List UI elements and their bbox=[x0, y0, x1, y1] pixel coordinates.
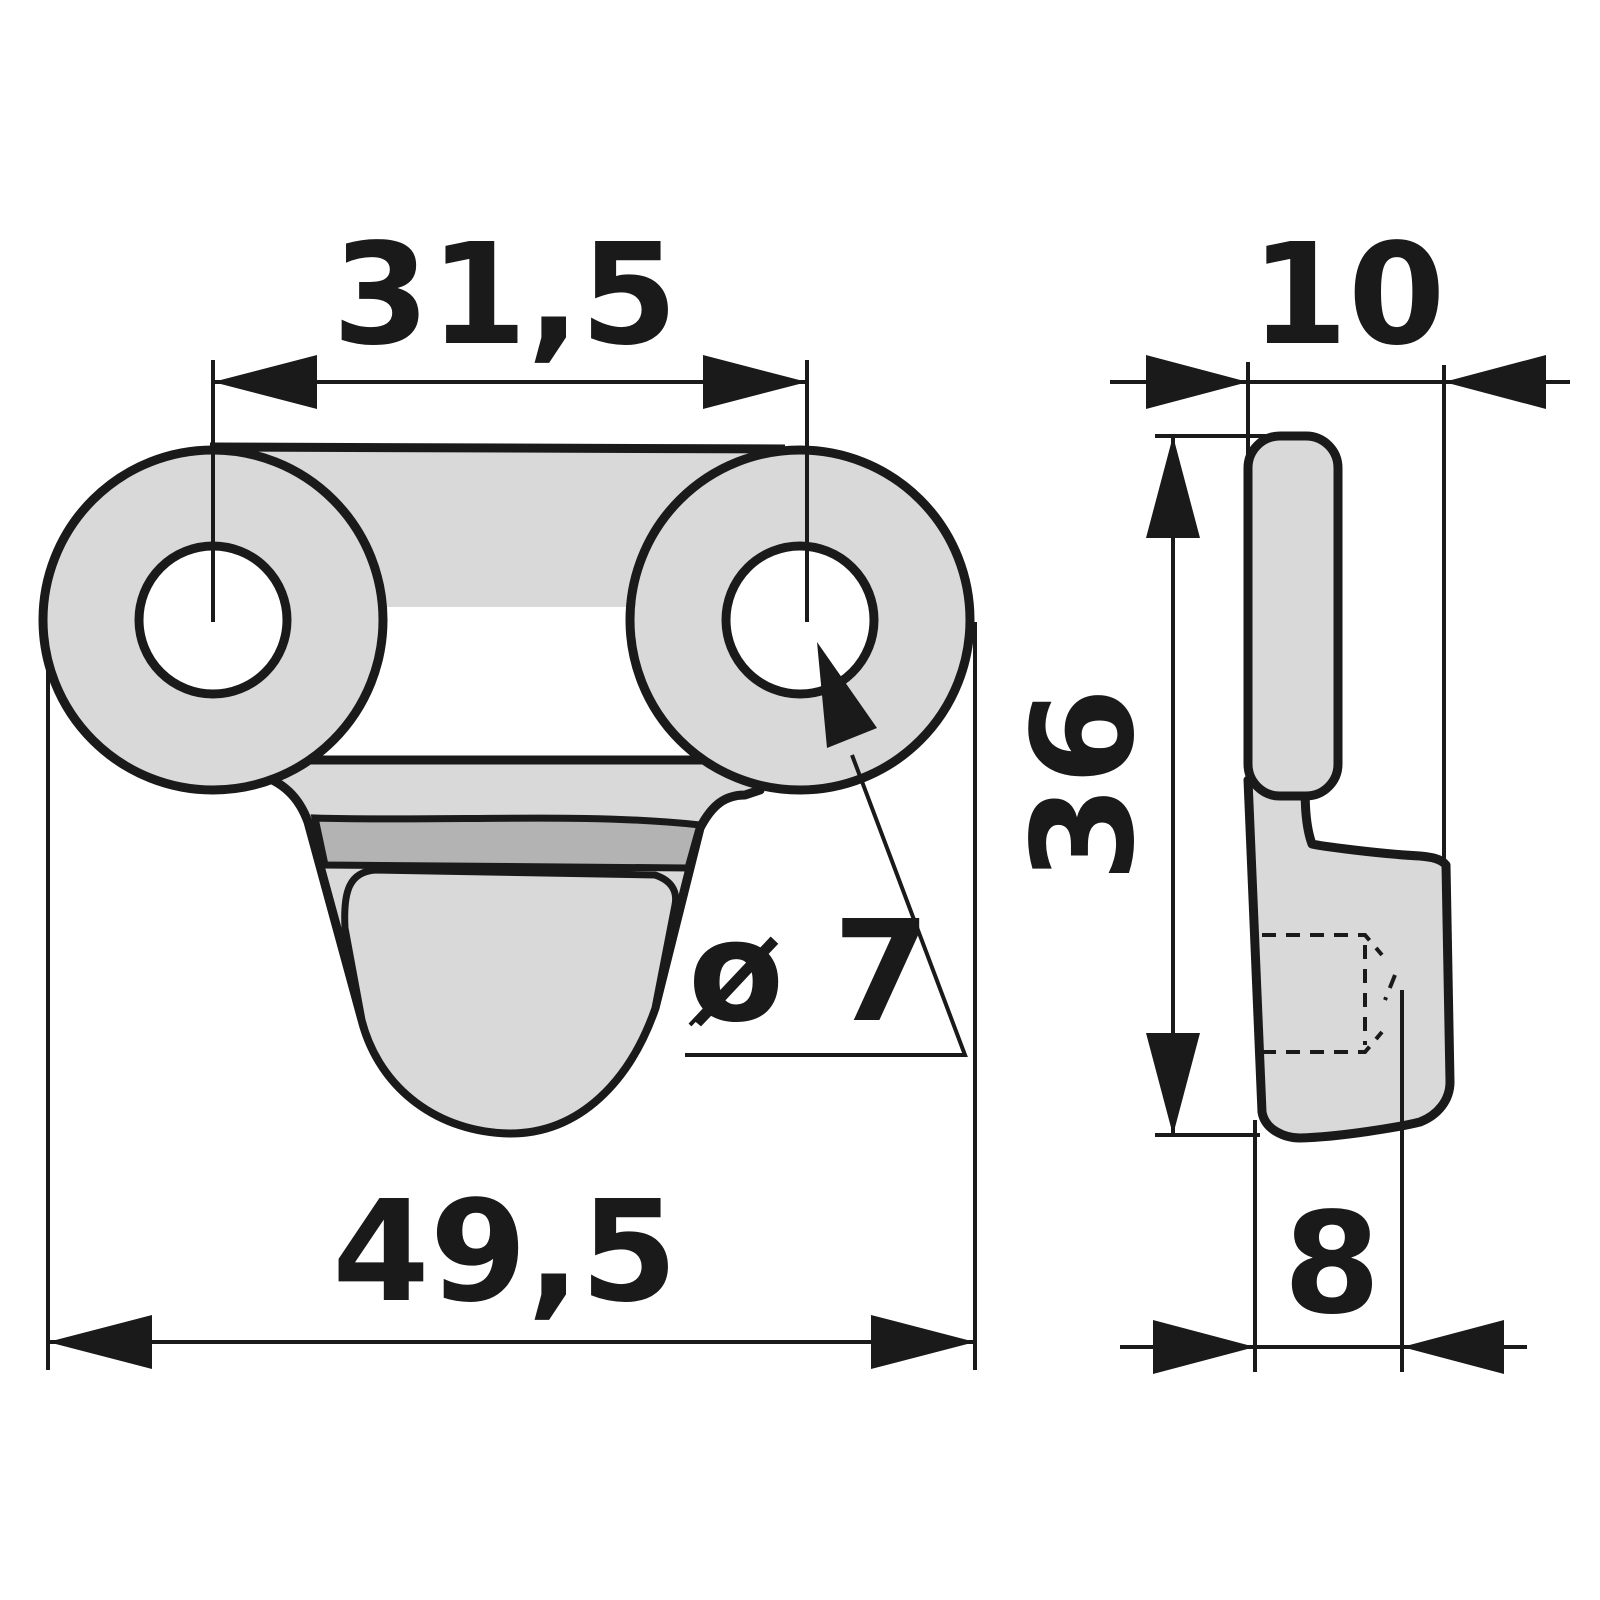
front-view bbox=[38, 442, 975, 1138]
body-top-edge bbox=[209, 442, 786, 454]
dimension-side-height: 36 bbox=[1003, 434, 1290, 1137]
dimension-overall-width: 49,5 bbox=[46, 622, 977, 1370]
label-side-height: 36 bbox=[1003, 688, 1166, 883]
dimension-hole-spacing: 31,5 bbox=[211, 214, 809, 622]
label-hole-diameter: ø 7 bbox=[688, 891, 930, 1054]
label-side-bottom: 8 bbox=[1283, 1183, 1380, 1346]
side-upper-lug bbox=[1243, 431, 1343, 801]
side-lower-body bbox=[1243, 775, 1455, 1143]
tab-bevel-band bbox=[310, 814, 705, 872]
tab-face bbox=[341, 866, 680, 1137]
dimension-side-top: 10 bbox=[1110, 214, 1570, 860]
dimension-side-bottom: 8 bbox=[1120, 990, 1527, 1374]
label-side-top: 10 bbox=[1251, 214, 1446, 377]
side-view bbox=[1243, 431, 1455, 1143]
dimension-hole-diameter: ø 7 bbox=[685, 642, 968, 1057]
label-hole-spacing: 31,5 bbox=[332, 214, 677, 377]
label-overall-width: 49,5 bbox=[332, 1171, 677, 1334]
right-hole bbox=[721, 541, 879, 699]
